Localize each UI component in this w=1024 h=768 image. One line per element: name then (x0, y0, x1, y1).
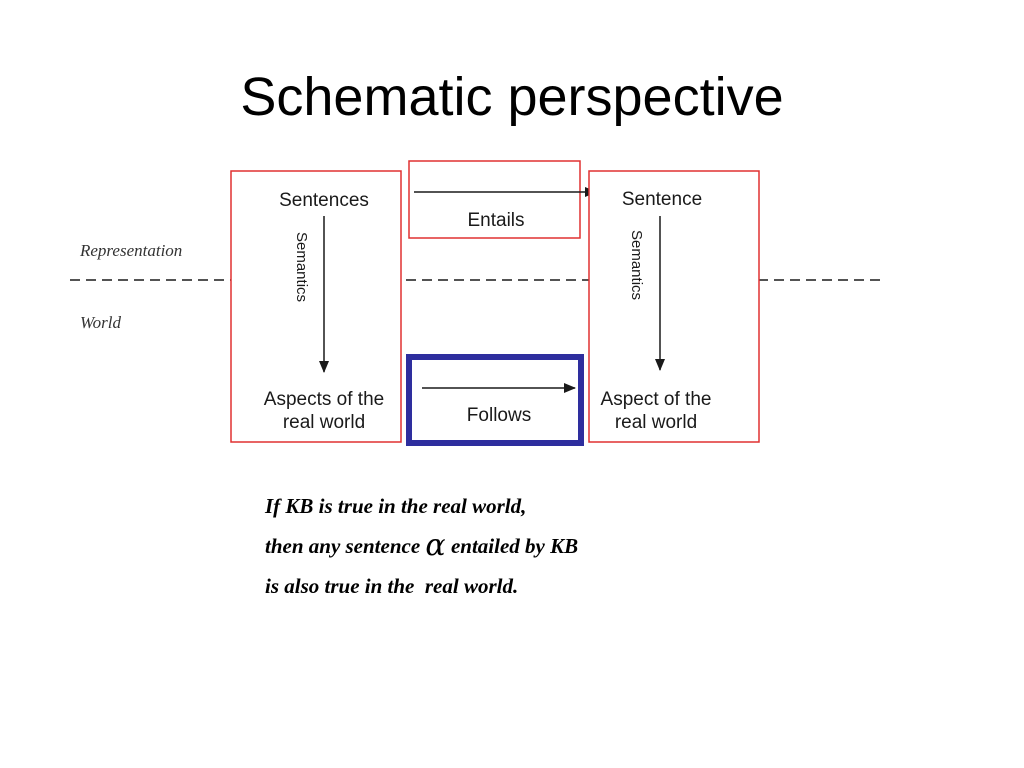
left-bottom-label-line1: Aspects of the (264, 389, 384, 410)
entails-box (408, 160, 581, 239)
layer-label-representation: Representation (79, 241, 182, 260)
left-semantics-label: Semantics (293, 232, 310, 302)
follows-label: Follows (467, 405, 531, 426)
caption-line-2: then any sentence α entailed by KB (265, 526, 578, 566)
follows-box (406, 354, 584, 446)
right-box (588, 170, 760, 443)
slide-title: Schematic perspective (240, 67, 784, 127)
caption-line-2-start: then any sentence (265, 534, 426, 558)
caption-line-2-end: entailed by KB (445, 534, 579, 558)
left-top-label: Sentences (279, 190, 369, 211)
layer-label-world: World (80, 313, 121, 332)
entails-label: Entails (467, 210, 524, 231)
alpha-symbol: α (425, 528, 446, 563)
right-semantics-label: Semantics (628, 230, 645, 300)
caption-line-1: If KB is true in the real world, (265, 494, 527, 518)
right-bottom-label-line1: Aspect of the (601, 389, 712, 410)
caption-line-3: is also true in the real world. (265, 574, 519, 598)
left-box (230, 170, 402, 443)
right-bottom-label-line2: real world (615, 412, 697, 433)
left-bottom-label-line2: real world (283, 412, 365, 433)
caption: If KB is true in the real world, then an… (265, 486, 578, 606)
right-top-label: Sentence (622, 189, 702, 210)
